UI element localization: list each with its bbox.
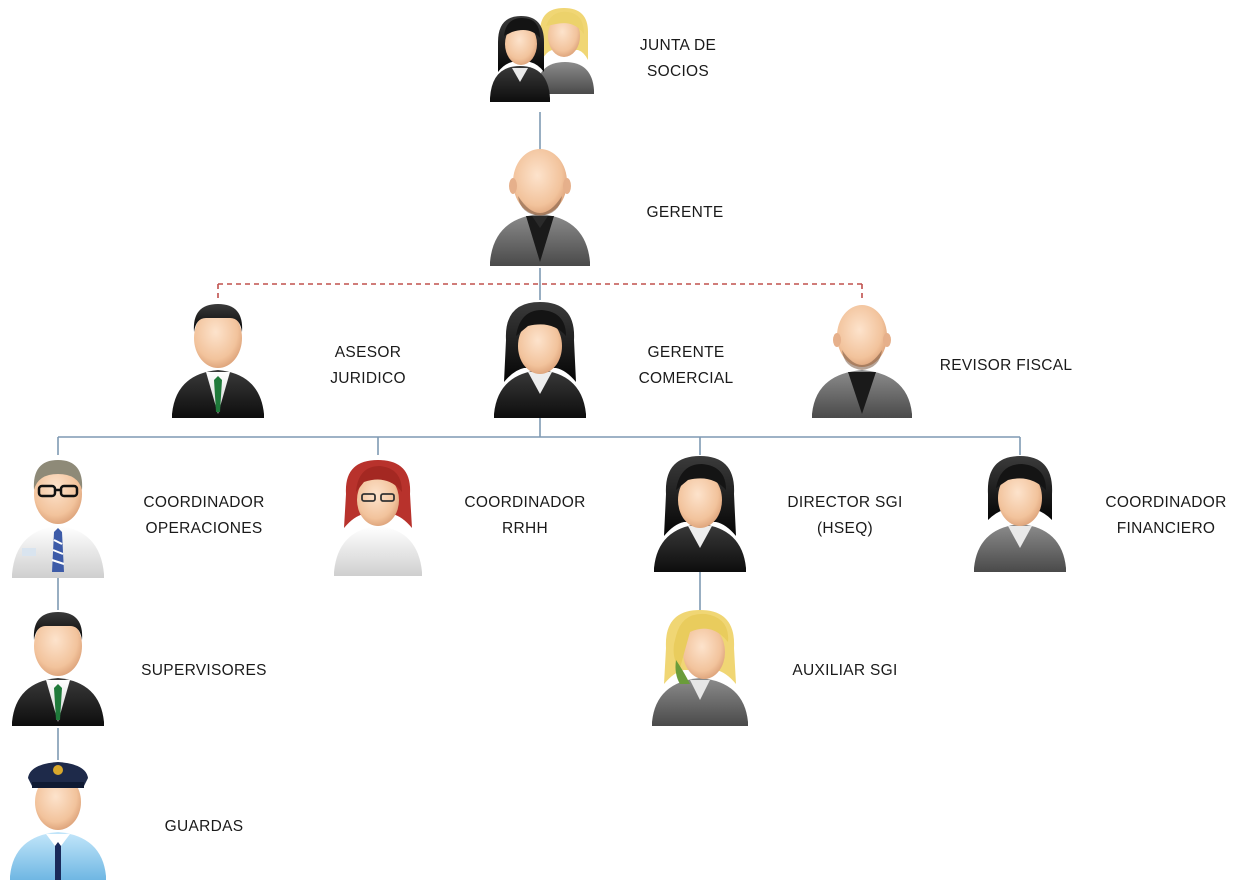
label-revisor: REVISOR FISCAL [940,357,1073,374]
blonde-woman-icon [652,610,748,726]
connectors [57,112,1021,760]
security-guard-icon [10,762,106,880]
label-director-sgi: DIRECTOR SGI(HSEQ) [787,494,902,537]
bald-man-suit-icon [812,305,912,418]
label-supervisores: SUPERVISORES [141,662,267,679]
label-guardas: GUARDAS [165,818,244,835]
label-auxiliar-sgi: AUXILIAR SGI [792,662,897,679]
advisory-connectors [217,283,863,300]
man-green-tie-icon [12,612,104,726]
man-glasses-tie-icon [12,460,104,578]
woman-gray-suit-icon [974,456,1066,572]
man-green-tie-icon [172,304,264,418]
bald-man-suit-icon [490,149,590,266]
woman-black-suit-icon [494,302,586,418]
woman-black-suit-icon [654,456,746,572]
redhead-woman-glasses-icon [334,460,422,576]
label-gerente: GERENTE [646,204,723,221]
two-women-icon [490,8,594,102]
